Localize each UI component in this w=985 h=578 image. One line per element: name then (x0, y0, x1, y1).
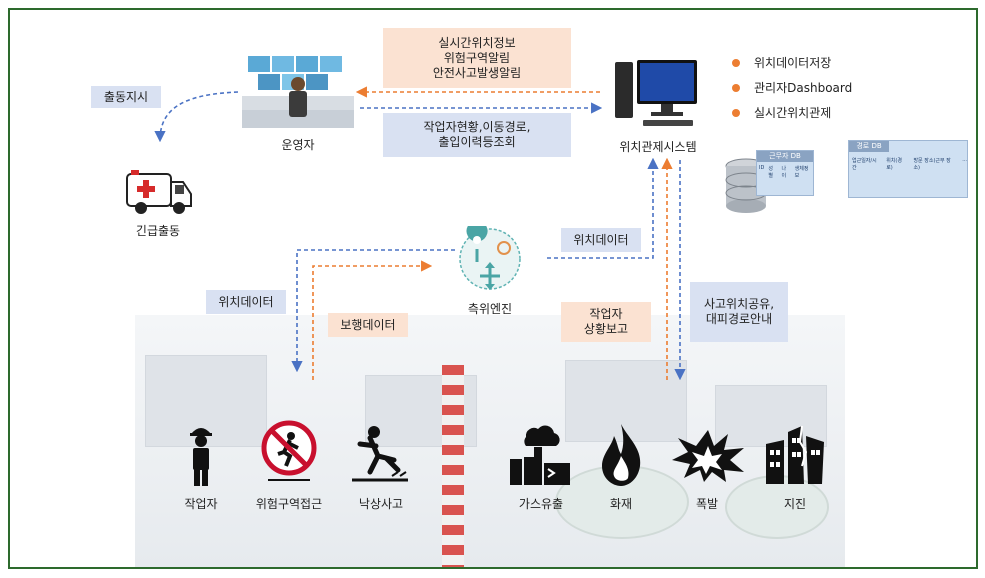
hazard-label: 위험구역접근 (255, 497, 323, 511)
bullet-icon (732, 108, 740, 117)
computer-icon (615, 60, 697, 126)
hazard-label: 작업자 (184, 497, 218, 511)
alerts-box: 실시간위치정보 위험구역알림 안전사고발생알림 (383, 28, 571, 88)
accident-share-box: 사고위치공유, 대피경로안내 (690, 282, 788, 342)
factory-building (565, 360, 687, 442)
location-data-box-left: 위치데이터 (206, 290, 286, 314)
ambulance-icon (126, 170, 192, 214)
fire-icon (602, 424, 641, 486)
hazard-label: 낙상사고 (358, 497, 404, 511)
worker-report-box: 작업자 상황보고 (561, 302, 651, 342)
earthquake-icon (766, 425, 824, 484)
operator-workstation-icon (242, 56, 354, 128)
dispatch-box: 출동지시 (91, 86, 161, 108)
hazard-label: 폭발 (695, 497, 719, 511)
feature-item: 위치데이터저장 (732, 50, 852, 75)
engine-label: 측위엔진 (467, 302, 513, 316)
hazard-label: 가스유출 (518, 497, 564, 511)
feature-item: 관리자Dashboard (732, 75, 852, 100)
engine-to-system-arrow (547, 157, 659, 259)
walking-data-box: 보행데이터 (328, 313, 408, 337)
bullet-icon (732, 83, 740, 92)
status-query-box: 작업자현황,이동경로, 출입이력등조회 (383, 113, 571, 157)
factory-building (715, 385, 827, 447)
dispatch-arrow (154, 91, 239, 143)
diagram-frame: 실시간위치정보 위험구역알림 안전사고발생알림 작업자현황,이동경로, 출입이력… (8, 8, 978, 569)
flow-arrows (154, 86, 686, 381)
engine-to-worker-arrow (291, 249, 455, 373)
positioning-engine-icon (459, 226, 521, 290)
walking-data-arrow (312, 260, 433, 380)
hazard-label: 화재 (609, 497, 633, 511)
feature-item: 실시간위치관제 (732, 100, 852, 125)
ambulance-label: 긴급출동 (135, 224, 181, 238)
feature-list: 위치데이터저장 관리자Dashboard 실시간위치관제 (732, 50, 852, 125)
bullet-icon (732, 58, 740, 67)
gas-leak-icon (510, 425, 570, 485)
chimney-stack (442, 365, 464, 567)
worker-icon (190, 428, 212, 486)
water-tank (725, 475, 829, 539)
explosion-icon (672, 430, 744, 482)
factory-background (135, 315, 845, 567)
no-entry-icon (261, 420, 317, 481)
route-db-title: 경로 DB (849, 141, 889, 152)
fall-icon (352, 426, 408, 482)
hazard-label: 지진 (783, 497, 807, 511)
location-data-box: 위치데이터 (561, 228, 641, 252)
control-system-label: 위치관제시스템 (619, 140, 697, 154)
worker-db-title: 근무자 DB (757, 151, 813, 162)
operator-label: 운영자 (281, 138, 315, 152)
